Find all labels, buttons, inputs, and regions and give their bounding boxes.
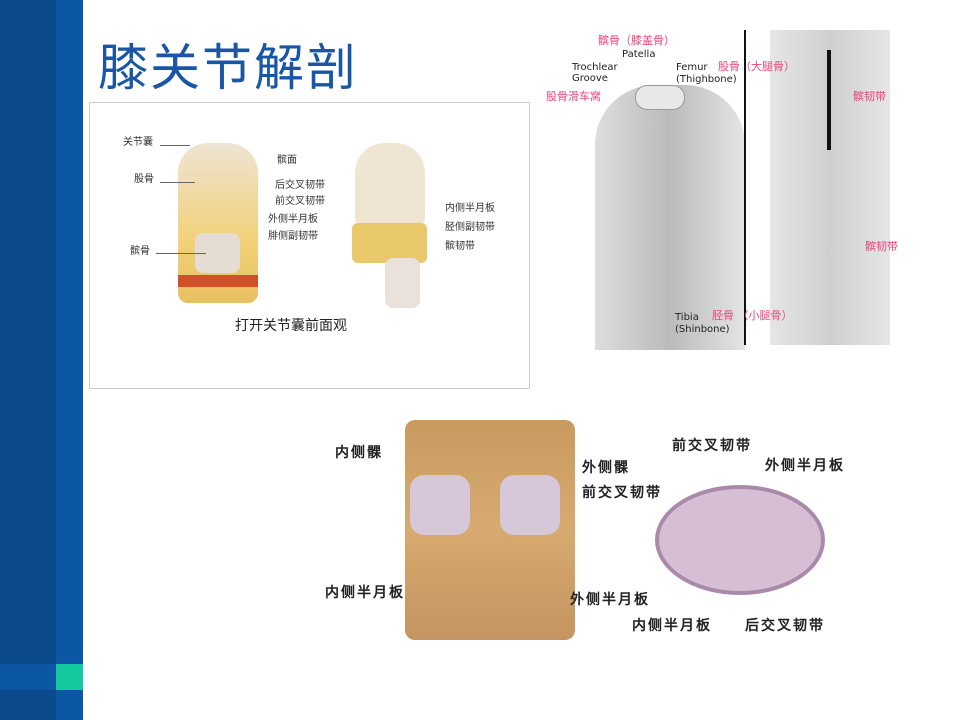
- label-patella-cn: 髌骨（膝盖骨）: [598, 34, 675, 47]
- label: 髌面: [277, 155, 297, 166]
- label: 后交叉韧带: [275, 180, 325, 191]
- knee-illustration-right: [355, 143, 425, 228]
- figure-knee-capsule-open: 关节囊 股骨 髌骨 髌面 后交叉韧带 前交叉韧带 外侧半月板 腓侧副韧带 内侧半…: [89, 102, 530, 389]
- label: 外侧半月板: [570, 592, 650, 608]
- patella-illustration-right: [385, 258, 420, 308]
- label: 内侧半月板: [632, 618, 712, 634]
- label-femur-cn: 股骨（大腿骨）: [718, 60, 795, 73]
- muscle-illustration: [178, 275, 258, 287]
- label: 前交叉韧带: [582, 485, 662, 501]
- sidebar-dark-bar: [0, 0, 56, 720]
- label: 外侧半月板: [765, 458, 845, 474]
- label-groove-en: Groove: [572, 73, 608, 84]
- figure-caption: 打开关节囊前面观: [235, 318, 347, 334]
- label-trochlear-cn: 股骨滑车窝: [546, 90, 601, 103]
- label: 腓侧副韧带: [268, 231, 318, 242]
- slide-title: 膝关节解剖: [98, 39, 358, 97]
- figure-menisci-ligaments: 内侧髁 外侧髁 前交叉韧带 内侧半月板 外侧半月板 前交叉韧带 外侧半月板 内侧…: [320, 420, 860, 640]
- leader-line: [156, 253, 206, 254]
- label-tendon-cn: 髌韧带: [853, 90, 886, 103]
- label-trochlear-en: Trochlear: [572, 62, 618, 73]
- divider-line: [744, 30, 746, 345]
- lateral-condyle-illustration: [500, 475, 560, 535]
- knee-bones-illustration: [595, 85, 745, 350]
- label: 内侧半月板: [325, 585, 405, 601]
- patella-illustration: [635, 85, 685, 110]
- label: 后交叉韧带: [745, 618, 825, 634]
- double-arrow-icon: [827, 50, 831, 150]
- label: 关节囊: [123, 137, 153, 148]
- figure-knee-bones: 髌骨（膝盖骨） Patella Trochlear Groove 股骨滑车窝 F…: [540, 30, 910, 350]
- label: 髌骨: [130, 246, 150, 257]
- leader-line: [160, 145, 190, 146]
- leader-line: [160, 182, 195, 183]
- sidebar-light-bar: [56, 0, 83, 720]
- label: 外侧半月板: [268, 214, 318, 225]
- accent-square: [56, 664, 83, 690]
- label: 髌韧带: [445, 241, 475, 252]
- label: 前交叉韧带: [275, 196, 325, 207]
- sidebar-band: [0, 664, 56, 690]
- tibia-illustration: [352, 223, 427, 263]
- label-ligament-cn: 髌韧带: [865, 240, 898, 253]
- label: 内侧髁: [335, 445, 383, 461]
- label: 前交叉韧带: [672, 438, 752, 454]
- label-tibia-cn: 胫骨 （小腿骨）: [712, 309, 793, 322]
- label-tibia-en: Tibia: [675, 312, 699, 323]
- label: 内侧半月板: [445, 203, 495, 214]
- label-femur-en: Femur: [676, 62, 708, 73]
- label-shinbone-en: (Shinbone): [675, 324, 730, 335]
- label-patella-en: Patella: [622, 49, 656, 60]
- medial-condyle-illustration: [410, 475, 470, 535]
- label: 外侧髁: [582, 460, 630, 476]
- tibial-plateau-illustration: [655, 485, 825, 595]
- label: 股骨: [134, 174, 154, 185]
- label: 胫侧副韧带: [445, 222, 495, 233]
- label-thighbone-en: (Thighbone): [676, 74, 737, 85]
